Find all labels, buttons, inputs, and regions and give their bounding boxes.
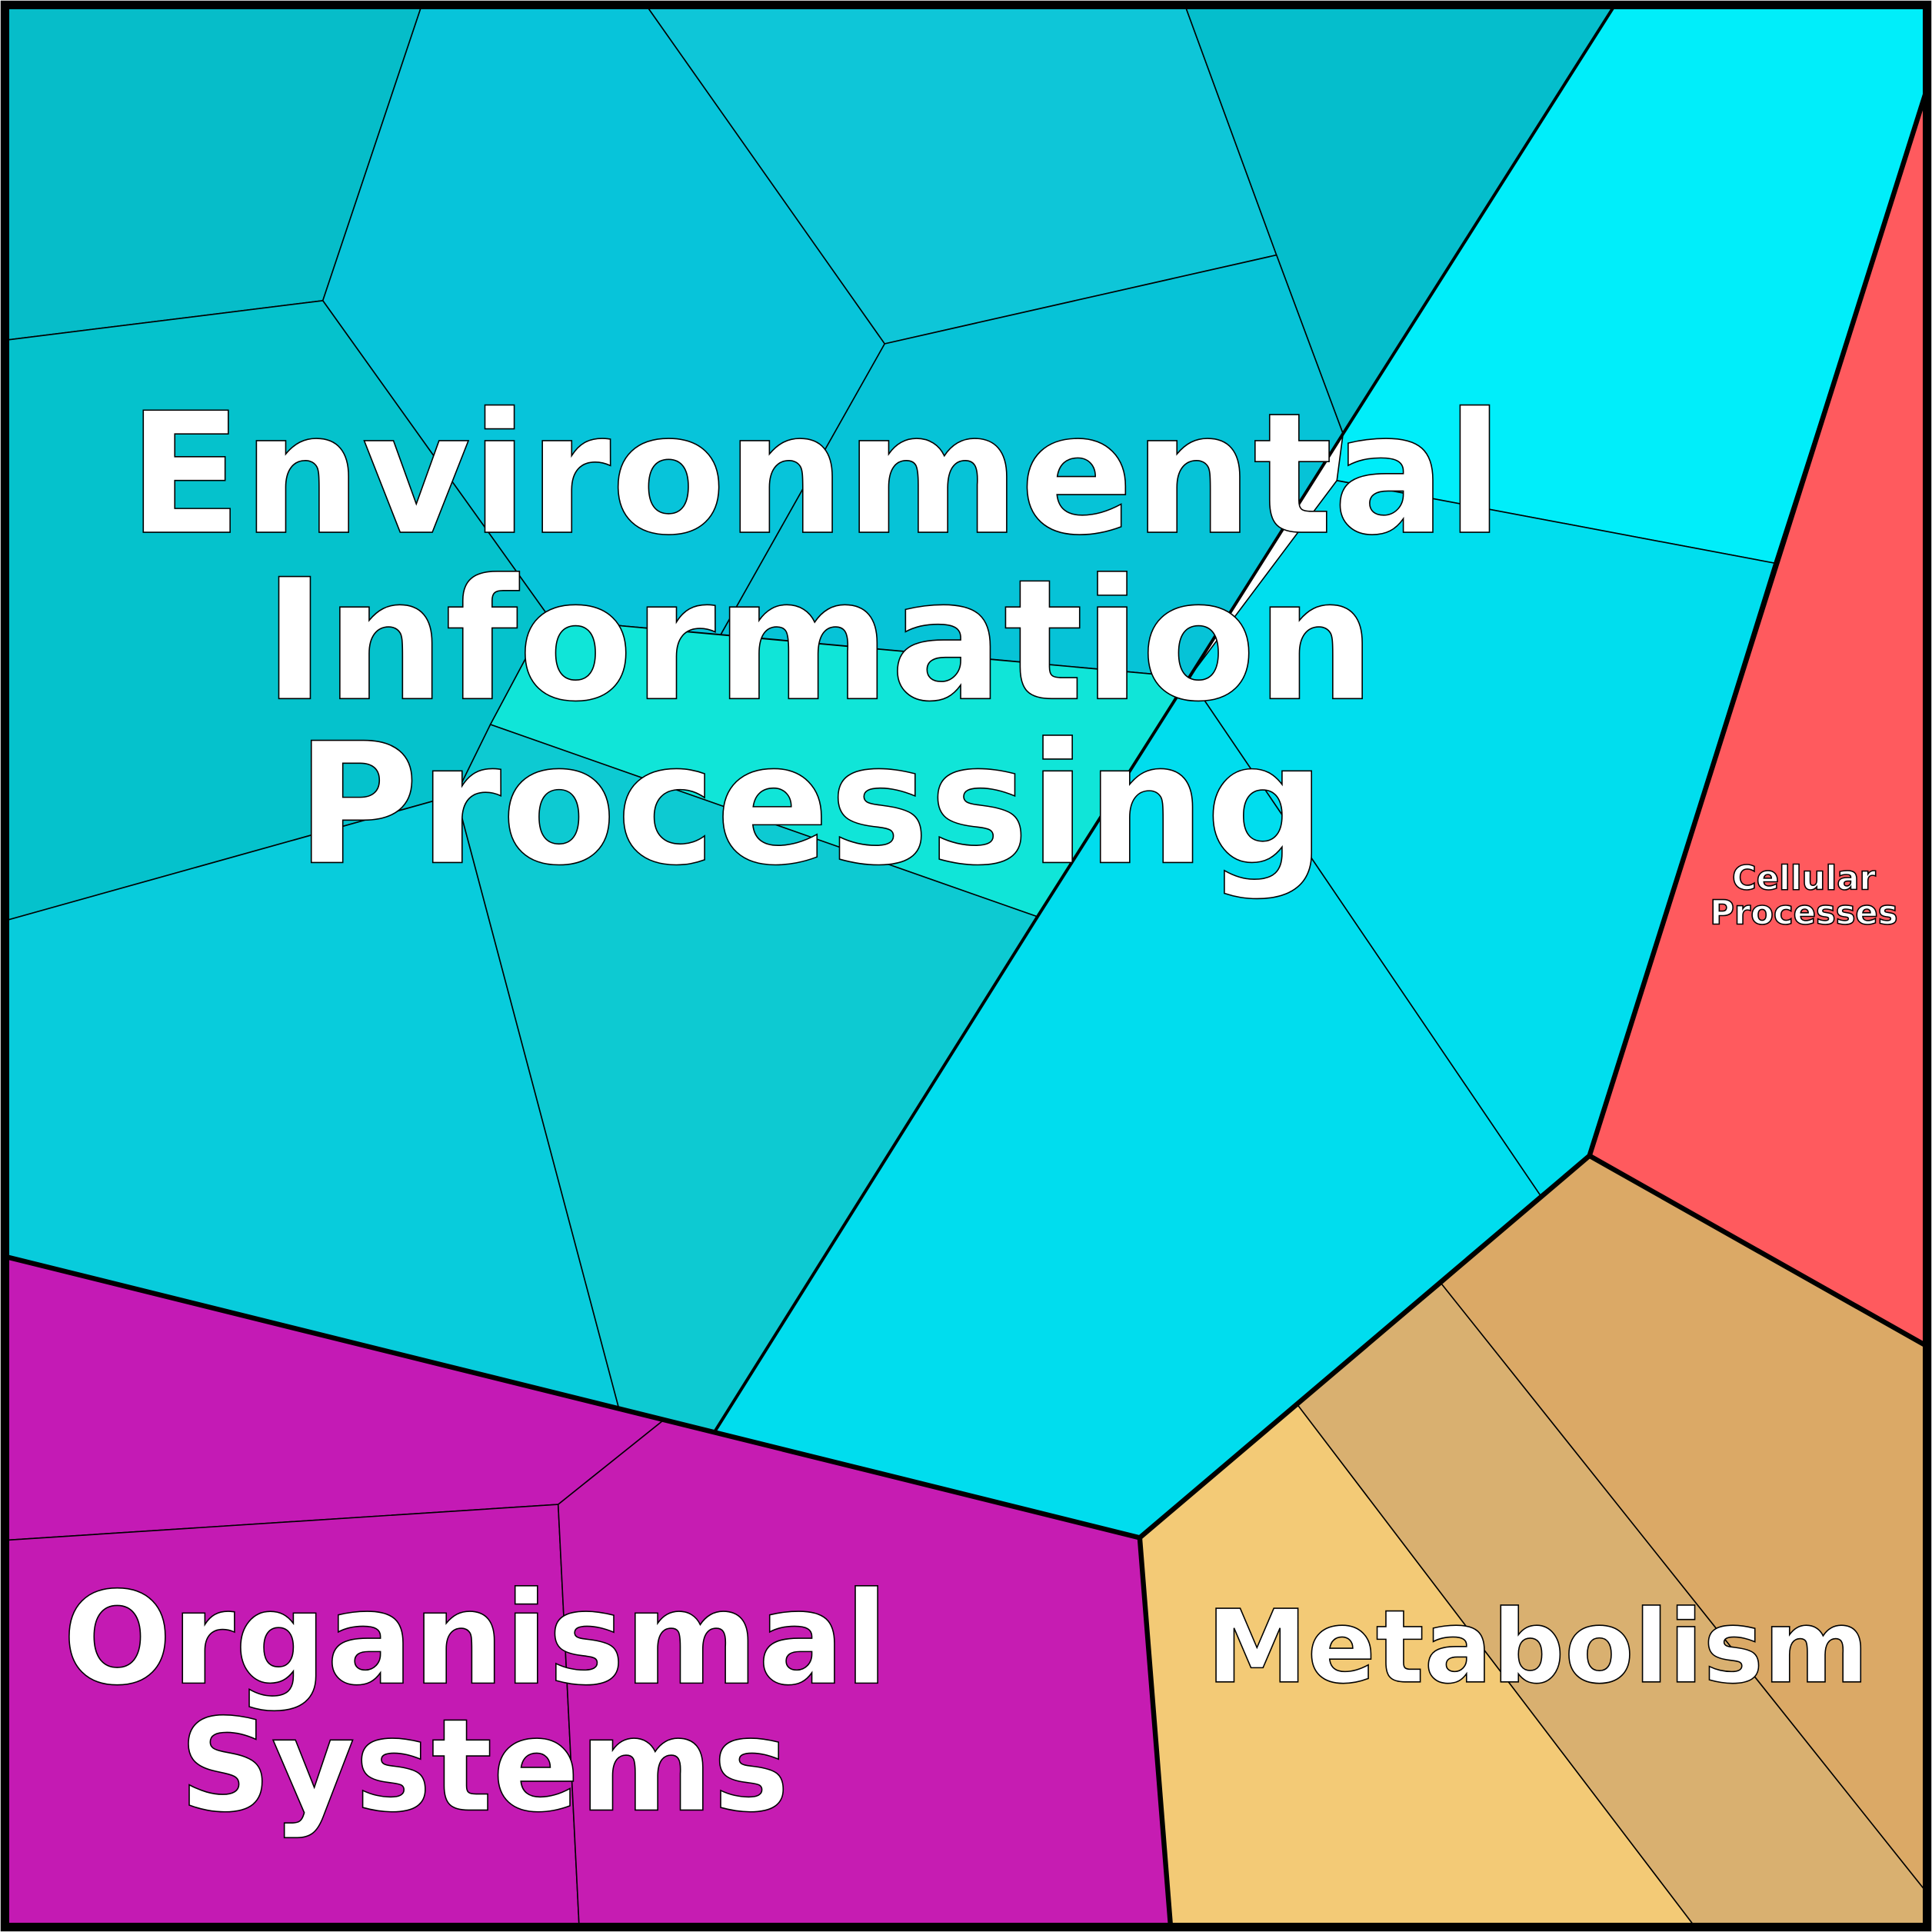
org-label: Organismal Systems [62, 1564, 889, 1842]
region-boundary [1137, 1537, 1174, 1927]
env-label-line: Environmental [128, 378, 1504, 572]
cell-label-line: Processes [1710, 894, 1897, 933]
org-label-line: Systems [179, 1691, 789, 1840]
org-region [5, 1256, 1171, 1927]
org-label-line: Organismal [63, 1564, 889, 1714]
env-label-line: Information [264, 544, 1376, 738]
cell-label-line: Cellular [1732, 860, 1877, 898]
env-region [5, 5, 1927, 1539]
met-label: Metabolism [1206, 1587, 1869, 1707]
cell-label: Cellular Processes [1709, 859, 1898, 933]
region-boundary [1587, 92, 1929, 1157]
met-region [1139, 1154, 1927, 1927]
env-label: Environmental Information Processing [127, 377, 1504, 903]
env-label-line: Processing [296, 708, 1326, 902]
met-label-line: Metabolism [1207, 1588, 1869, 1706]
region-boundary [5, 1153, 1927, 1541]
inner-boundary [713, 5, 1616, 1433]
